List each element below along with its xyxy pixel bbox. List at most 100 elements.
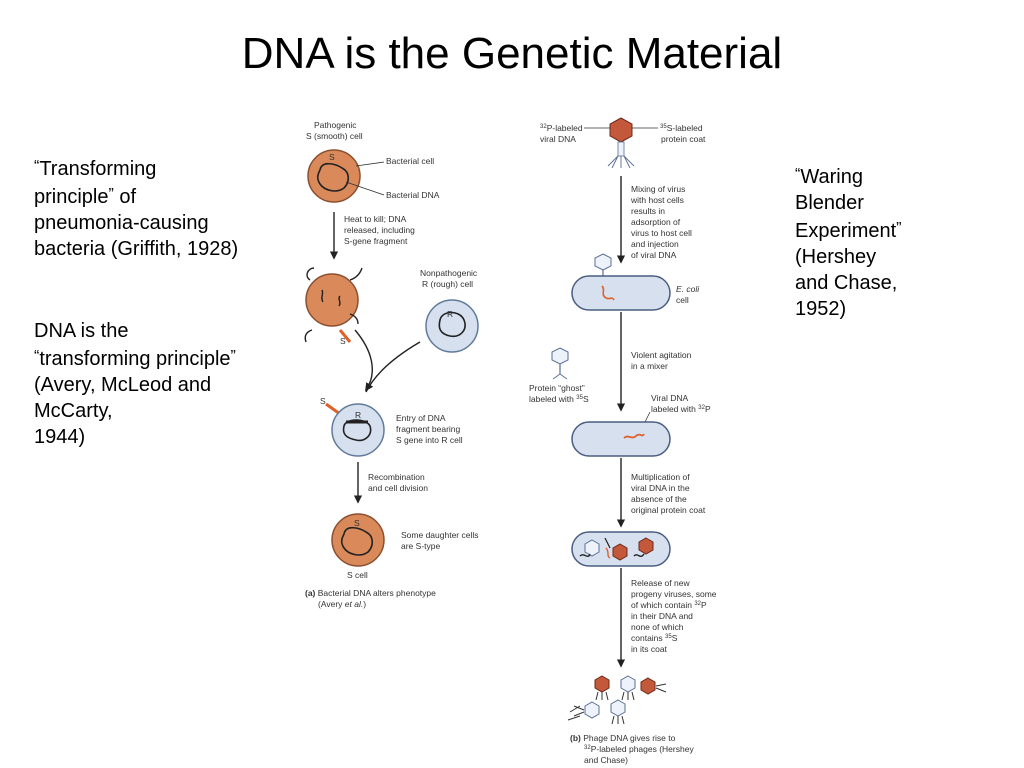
ecoli-cell-1 xyxy=(571,275,671,311)
r-letter: R xyxy=(447,309,453,319)
nonpathogenic-label: Nonpathogenic xyxy=(420,268,478,278)
mult-line-4: original protein coat xyxy=(631,505,706,515)
hc-line-2: Blender xyxy=(795,192,864,214)
recombining-dna xyxy=(342,419,372,442)
griffith-line-4: bacteria (Griffith, 1928) xyxy=(34,238,239,260)
ecoli-cell-2 xyxy=(571,421,671,457)
panel-a: Pathogenic S (smooth) cell S Bacterial c… xyxy=(304,120,479,609)
agitation-line-2: in a mixer xyxy=(631,361,668,371)
avery-line-4: McCarty, xyxy=(34,400,113,422)
griffith-line-1: “Transforming xyxy=(34,158,157,180)
mix-line-5: virus to host cell xyxy=(631,228,692,238)
heat-line-3: S-gene fragment xyxy=(344,236,408,246)
release-line-6: contains 35S xyxy=(631,633,678,643)
caption-a-line-2: (Avery et al.) xyxy=(318,599,366,609)
daughter-line-1: Some daughter cells xyxy=(401,530,479,540)
release-line-5: none of which xyxy=(631,622,684,632)
bacterial-dna-loop xyxy=(316,162,350,192)
arrow-r-to-mix xyxy=(365,341,421,393)
release-line-7: in its coat xyxy=(631,644,668,654)
r-cell-type-label: R (rough) cell xyxy=(422,279,473,289)
avery-line-2: “transforming principle” xyxy=(34,348,236,370)
caption-b-line-3: and Chase) xyxy=(584,755,628,765)
hc-line-4: (Hershey xyxy=(795,246,877,268)
ghost-label-1: Protein “ghost” xyxy=(529,383,585,393)
r-cell-dna xyxy=(438,311,466,338)
heat-line-2: released, including xyxy=(344,225,415,235)
avery-text: DNA is the “transforming principle” (Ave… xyxy=(34,318,236,450)
entry-line-3: S gene into R cell xyxy=(396,435,463,445)
recomb-line-1: Recombination xyxy=(368,472,425,482)
transforming-r-cell xyxy=(331,403,385,457)
griffith-line-3: pneumonia-causing xyxy=(34,212,209,234)
bacterial-dna-label: Bacterial DNA xyxy=(386,190,440,200)
mix-line-6: and injection xyxy=(631,239,679,249)
killed-s-cell xyxy=(305,273,359,327)
bacterial-cell-label: Bacterial cell xyxy=(386,156,434,166)
page-title: DNA is the Genetic Material xyxy=(241,29,783,78)
s-letter-top: S xyxy=(329,152,335,162)
entry-line-2: fragment bearing xyxy=(396,424,461,434)
viral-dna-inside xyxy=(623,433,645,439)
hc-line-6: 1952) xyxy=(795,298,847,320)
daughter-line-2: are S-type xyxy=(401,541,440,551)
panel-b: 32P-labeled viral DNA 35S-labeled protei… xyxy=(529,117,717,765)
dna-fragment-2 xyxy=(338,295,341,307)
dna-fragment-5 xyxy=(349,313,359,325)
r-cell xyxy=(425,299,479,353)
s-cell-top xyxy=(307,149,361,203)
hc-line-3: Experiment” xyxy=(795,220,902,242)
ghost-label-2: labeled with 35S xyxy=(529,394,589,404)
arrow-fragment-to-r xyxy=(354,329,374,392)
hc-line-1: “Waring xyxy=(795,166,863,188)
entering-s-fragment xyxy=(325,402,341,416)
mix-line-7: of viral DNA xyxy=(631,250,677,260)
released-progeny xyxy=(567,675,667,725)
labeled-phage xyxy=(607,117,635,169)
s-cell-bottom xyxy=(331,513,385,567)
recomb-line-2: and cell division xyxy=(368,483,428,493)
s-cell-type-label: S (smooth) cell xyxy=(306,131,363,141)
avery-line-1: DNA is the xyxy=(34,320,129,342)
s35-label-1: 35S-labeled xyxy=(660,123,703,133)
s-cell-label: S cell xyxy=(347,570,368,580)
s35-label-2: protein coat xyxy=(661,134,706,144)
griffith-text: “Transforming principle” of pneumonia-ca… xyxy=(34,154,238,262)
viral-dna-label-1: Viral DNA xyxy=(651,393,688,403)
protein-ghost xyxy=(551,347,569,380)
dna-fragment-6 xyxy=(304,329,313,343)
mult-line-1: Multiplication of xyxy=(631,472,690,482)
injected-dna xyxy=(601,285,615,301)
s-gene-fragment xyxy=(338,329,352,343)
caption-a: (a) Bacterial DNA alters phenotype xyxy=(305,588,436,598)
release-line-1: Release of new xyxy=(631,578,690,588)
hershey-chase-text: “Waring Blender Experiment” (Hershey and… xyxy=(795,162,901,322)
ecoli-label-1: E. coli xyxy=(676,284,700,294)
s-cell-bottom-dna xyxy=(340,526,374,556)
hc-line-5: and Chase, xyxy=(795,272,898,294)
agitation-line-1: Violent agitation xyxy=(631,350,692,360)
pointer-dna xyxy=(345,181,385,196)
caption-b-line-2: 32P-labeled phages (Hershey xyxy=(584,744,694,754)
release-line-2: progeny viruses, some xyxy=(631,589,717,599)
heat-line-1: Heat to kill; DNA xyxy=(344,214,407,224)
mix-line-2: with host cells xyxy=(630,195,684,205)
mix-line-3: results in xyxy=(631,206,665,216)
mix-line-4: adsorption of xyxy=(631,217,681,227)
p32-label-2: viral DNA xyxy=(540,134,576,144)
pointer-cell xyxy=(355,161,385,167)
avery-line-3: (Avery, McLeod and xyxy=(34,374,212,396)
release-line-4: in their DNA and xyxy=(631,611,693,621)
r-letter-2: R xyxy=(355,410,361,420)
dna-fragment-1 xyxy=(321,289,324,303)
s-entering-letter: S xyxy=(320,396,326,406)
s-letter-bottom: S xyxy=(354,518,360,528)
viral-dna-label-2: labeled with 32P xyxy=(651,404,711,414)
dna-fragment-3 xyxy=(306,267,315,281)
p32-label-1: 32P-labeled xyxy=(540,123,583,133)
dna-fragment-4 xyxy=(349,267,363,281)
ecoli-label-2: cell xyxy=(676,295,689,305)
caption-b: (b) Phage DNA gives rise to xyxy=(570,733,676,743)
release-line-3: of which contain 32P xyxy=(631,600,707,610)
